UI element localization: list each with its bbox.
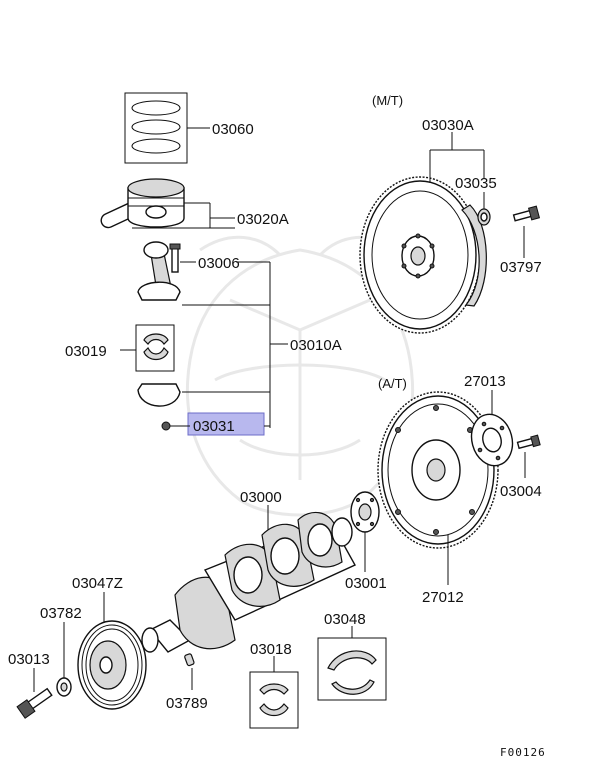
bushing-group[interactable]: 03035 xyxy=(455,175,497,226)
crank-plate-group[interactable]: 03001 xyxy=(345,491,387,592)
flywheel-bolt-group[interactable]: 03797 xyxy=(500,205,542,276)
label-drive-plate-bolt: 03004 xyxy=(500,483,542,500)
label-automatic-transmission: (A/T) xyxy=(378,376,407,391)
piston-ring-group[interactable]: 03060 xyxy=(124,92,254,164)
drive-plate-bolt-group[interactable]: 03004 xyxy=(500,434,542,500)
highlight-box xyxy=(187,412,265,436)
label-damper: 03047Z xyxy=(72,575,123,592)
label-rod-nut: 03031 xyxy=(193,418,235,435)
damper-group[interactable]: 03047Z xyxy=(72,575,147,710)
thrust-bearing-group[interactable]: 03048 xyxy=(317,611,387,701)
label-drive-plate: 27012 xyxy=(422,589,464,606)
label-damper-bolt: 03013 xyxy=(8,651,50,668)
key xyxy=(184,653,195,667)
piston-group[interactable]: 03020A xyxy=(99,178,289,230)
rod-cap xyxy=(137,383,181,407)
label-key: 03789 xyxy=(166,695,208,712)
label-adapter-plate: 27013 xyxy=(464,373,506,390)
label-flywheel-bolt: 03797 xyxy=(500,259,542,276)
label-piston: 03020A xyxy=(237,211,289,228)
damper-bolt-group[interactable]: 03013 xyxy=(8,651,53,719)
label-crankshaft: 03000 xyxy=(240,489,282,506)
key-group[interactable]: 03789 xyxy=(166,653,208,712)
crankshaft-group[interactable]: 03000 xyxy=(141,489,356,653)
label-thrust-bearing: 03048 xyxy=(324,611,366,628)
label-flywheel: 03030A xyxy=(422,117,474,134)
label-crank-plate: 03001 xyxy=(345,575,387,592)
rod-nut-group[interactable]: 03031 xyxy=(161,412,270,436)
rod-bolt xyxy=(171,245,179,273)
con-rod-group[interactable]: 03006 03010A xyxy=(137,241,342,428)
label-rod-bearing: 03019 xyxy=(65,343,107,360)
washer-group[interactable]: 03782 xyxy=(40,605,82,697)
label-rod-bolt: 03006 xyxy=(198,255,240,272)
main-bearing-group[interactable]: 03018 xyxy=(249,641,299,729)
watermark-emblem xyxy=(185,235,415,517)
label-main-bearing: 03018 xyxy=(250,641,292,658)
label-con-rod: 03010A xyxy=(290,337,342,354)
label-bushing: 03035 xyxy=(455,175,497,192)
label-washer: 03782 xyxy=(40,605,82,622)
rod-bearing-group[interactable]: 03019 xyxy=(65,324,175,372)
diagram-code: F00126 xyxy=(500,746,546,759)
flywheel-group[interactable]: (M/T) 03030A xyxy=(359,93,487,334)
label-piston-ring: 03060 xyxy=(212,121,254,138)
label-manual-transmission: (M/T) xyxy=(372,93,403,108)
adapter-plate-group[interactable]: 27013 xyxy=(464,373,518,470)
drive-plate-group[interactable]: (A/T) 27012 xyxy=(377,376,499,606)
rod-nut xyxy=(161,421,171,431)
